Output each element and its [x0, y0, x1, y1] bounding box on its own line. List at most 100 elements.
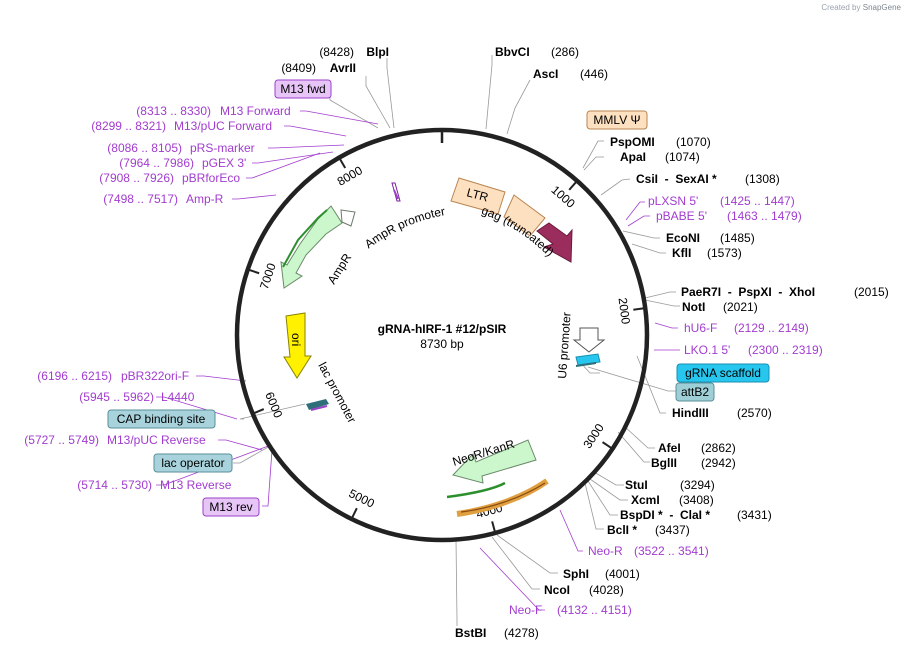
site-name[interactable]: SphI [563, 567, 589, 581]
ampr-strand-line [282, 209, 328, 268]
site-name[interactable]: NcoI [544, 583, 570, 597]
primer-labels: (8313 .. 8330) M13 Forward (8299 .. 8321… [24, 104, 822, 617]
lac-operator-box[interactable] [153, 453, 233, 473]
tick-mark [339, 158, 347, 169]
tick-mark [249, 269, 260, 275]
site-position: (2942) [701, 456, 736, 470]
plasmid-name: gRNA-hIRF-1 #12/pSIR [378, 322, 507, 336]
gag-arrow-feature[interactable] [536, 222, 573, 263]
ori-label: ori [289, 333, 303, 346]
tick-mark [633, 307, 644, 311]
site-name[interactable]: BglII [651, 456, 677, 470]
site-position: (2862) [701, 441, 736, 455]
primer-position: (8313 .. 8330) [136, 104, 211, 118]
tick-label: 2000 [616, 297, 633, 326]
primer-name[interactable]: hU6-F [684, 321, 717, 335]
ltr-label: LTR [465, 185, 490, 204]
primer-name[interactable]: LKO.1 5' [684, 343, 730, 357]
mmlv-psi-box[interactable] [586, 110, 648, 130]
tick-mark [254, 408, 265, 414]
site-name[interactable]: BlpI [366, 45, 389, 59]
tick-mark [351, 507, 358, 518]
m13-fwd-box[interactable] [274, 79, 332, 99]
gag-box-feature[interactable] [503, 194, 546, 237]
primer-lines [156, 110, 680, 611]
primer-name[interactable]: Neo-F [509, 603, 542, 617]
site-position: (3431) [737, 508, 772, 522]
site-name[interactable]: AfeI [658, 441, 681, 455]
primer-name[interactable]: M13 Forward [220, 104, 291, 118]
primer-name[interactable]: pBRforEco [182, 171, 240, 185]
site-position: (3437) [655, 523, 690, 537]
ampr-feature[interactable] [280, 205, 343, 289]
primer-name[interactable]: M13 Reverse [160, 478, 232, 492]
primer-name[interactable]: Amp-R [186, 192, 224, 206]
ampr-promoter-label: AmpR promoter [362, 204, 446, 251]
attb2-box[interactable] [675, 382, 715, 402]
site-name[interactable]: BstBI [455, 626, 486, 640]
primer-position: (8299 .. 8321) [91, 119, 166, 133]
primer-position: (5727 .. 5749) [24, 433, 99, 447]
grna-scaffold-feature[interactable] [575, 353, 601, 366]
primer-name[interactable]: M13/pUC Forward [174, 119, 272, 133]
site-name[interactable]: PaeR7I - PspXI - XhoI [681, 285, 815, 299]
primer-name[interactable]: pLXSN 5' [648, 194, 698, 208]
tick-label: 1000 [549, 183, 579, 211]
restriction-sites: BlpI (8428) AvrII (8409) BbvCI (286) Asc… [281, 45, 888, 640]
features [280, 177, 606, 517]
m13-rev-box[interactable] [202, 497, 260, 517]
primer-name[interactable]: pRS-marker [190, 141, 255, 155]
tick-label: 6000 [262, 390, 285, 420]
site-name[interactable]: BclI * [607, 523, 637, 537]
site-name[interactable]: KflI [672, 246, 691, 260]
tick-mark [568, 181, 577, 191]
u6-promoter-label: U6 promoter [555, 312, 574, 380]
site-name[interactable]: BbvCI [495, 45, 530, 59]
site-position: (1485) [720, 231, 755, 245]
primer-name[interactable]: pBABE 5' [656, 209, 707, 223]
site-position: (1308) [745, 172, 780, 186]
lac-small-line [310, 405, 328, 411]
grna-scaffold-box[interactable] [676, 363, 770, 383]
site-name[interactable]: AscI [533, 67, 558, 81]
primer-position: (2129 .. 2149) [734, 321, 809, 335]
site-position: (2021) [723, 300, 758, 314]
ampr-promoter-feature[interactable] [340, 209, 356, 227]
mmlv-psi-label: MMLV Ψ [593, 113, 640, 127]
site-position: (1070) [676, 135, 711, 149]
primer-position: (7964 .. 7986) [119, 156, 194, 170]
u6-promoter-feature[interactable] [572, 327, 606, 353]
site-name[interactable]: ApaI [620, 150, 646, 164]
tick-mark [491, 521, 496, 532]
ltr-feature[interactable] [450, 177, 506, 215]
primer-name[interactable]: pBR322ori-F [121, 369, 189, 383]
site-name[interactable]: XcmI [631, 493, 660, 507]
primer-name[interactable]: L4440 [161, 390, 195, 404]
primer-position: (8086 .. 8105) [107, 141, 182, 155]
plasmid-length: 8730 bp [420, 337, 464, 351]
site-position: (286) [551, 45, 579, 59]
site-position: (4001) [605, 567, 640, 581]
site-name[interactable]: AvrII [330, 61, 356, 75]
site-name[interactable]: BspDI * - ClaI * [620, 508, 710, 522]
site-position: (446) [580, 67, 608, 81]
primer-name[interactable]: M13/pUC Reverse [107, 433, 206, 447]
neor-feature[interactable] [452, 439, 537, 484]
primer-position: (5945 .. 5962) [79, 390, 154, 404]
primer-name[interactable]: Neo-R [588, 544, 623, 558]
site-name[interactable]: EcoNI [666, 231, 700, 245]
snapgene-credit: Created by SnapGene [821, 3, 901, 12]
primer-name[interactable]: pGEX 3' [202, 156, 246, 170]
lac-promoter-label: lac promoter [315, 360, 359, 425]
cap-binding-site-box[interactable] [107, 409, 216, 429]
site-name[interactable]: NotI [682, 300, 705, 314]
snapgene-brand: SnapGene [862, 3, 901, 12]
site-name[interactable]: StuI [625, 478, 648, 492]
site-name[interactable]: CsiI - SexAI * [636, 172, 717, 186]
site-position: (3408) [679, 493, 714, 507]
ori-feature[interactable] [283, 312, 312, 379]
site-name[interactable]: HindIII [672, 406, 709, 420]
site-position: (4278) [504, 626, 539, 640]
site-name[interactable]: PspOMI [610, 135, 655, 149]
small-marker [393, 189, 399, 200]
